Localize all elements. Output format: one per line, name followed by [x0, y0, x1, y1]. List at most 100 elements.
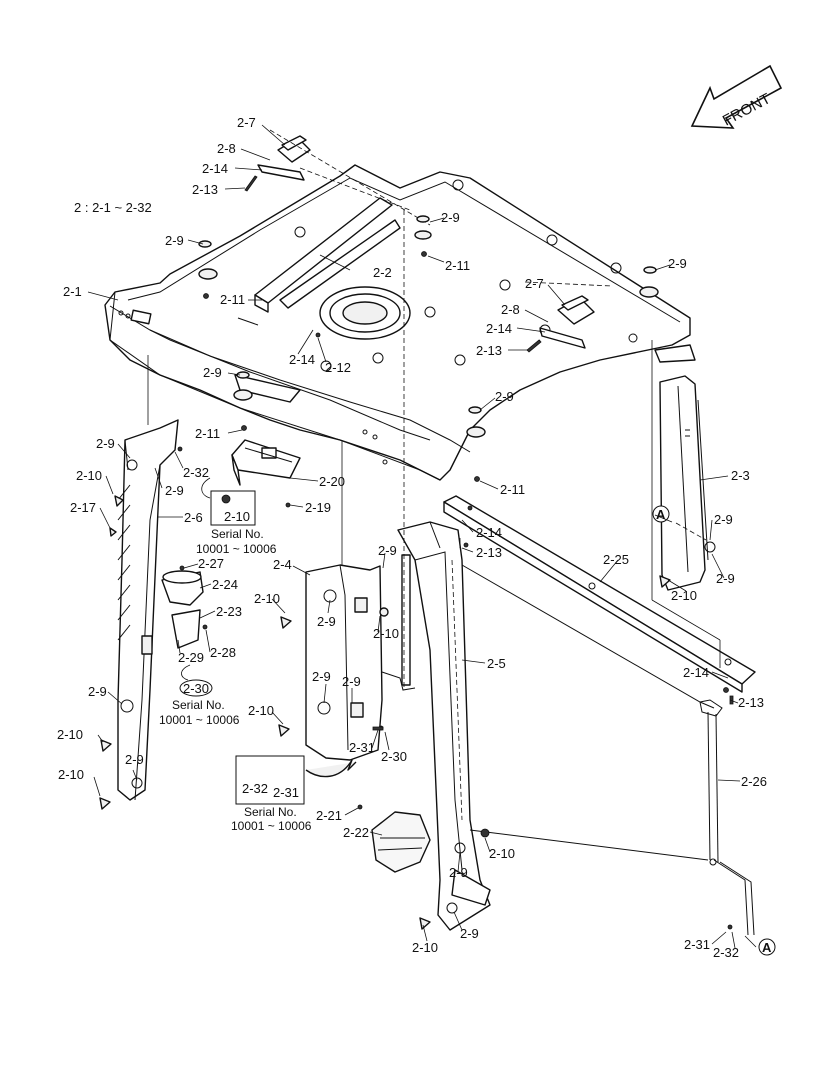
callout-2-27: 2-27: [198, 556, 224, 571]
callout-2-26: 2-26: [741, 774, 767, 789]
reference-mark-a-right: A: [758, 938, 776, 956]
callout-2-31-right: 2-31: [684, 937, 710, 952]
callout-2-10-center-2: 2-10: [373, 626, 399, 641]
callout-2-14-left: 2-14: [202, 161, 228, 176]
callout-2-10-pillar-lower-2: 2-10: [412, 940, 438, 955]
center-pillar-trim: [305, 564, 383, 761]
callout-2-13-crossbar: 2-13: [738, 695, 764, 710]
callout-2-11-roof-center: 2-11: [445, 258, 470, 273]
callout-2-10-box: 2-10: [224, 509, 250, 524]
callout-2-10-right-pillar: 2-10: [671, 588, 697, 603]
callout-2-10-center-1: 2-10: [254, 591, 280, 606]
reference-a-right-label: A: [762, 940, 772, 955]
callout-2-9-roof-right: 2-9: [668, 256, 687, 271]
callout-2-10-left-2: 2-10: [57, 727, 83, 742]
callout-2-9-left-pillar-3: 2-9: [88, 684, 107, 699]
guide-lines: [147, 129, 721, 690]
reference-a-left-label: A: [656, 507, 666, 522]
callout-2-14-roof: 2-14: [289, 352, 315, 367]
callout-2-32-right: 2-32: [713, 945, 739, 960]
callout-2-3: 2-3: [731, 468, 750, 483]
callout-2-11-front: 2-11: [195, 426, 220, 441]
callout-2-7-right: 2-7: [525, 276, 544, 291]
callout-2-14-right: 2-14: [486, 321, 512, 336]
callout-2-9-roof-left: 2-9: [165, 233, 184, 248]
air-vent: [371, 811, 431, 873]
callout-2-30-center: 2-30: [381, 749, 407, 764]
speaker-left: [245, 135, 311, 191]
callout-2-9-pillar-lower-2: 2-9: [460, 926, 479, 941]
callout-2-9-left-pillar-2: 2-9: [165, 483, 184, 498]
callout-2-9-left-pillar-top: 2-9: [96, 436, 115, 451]
rear-cross-member: [443, 495, 756, 693]
callout-2-13-pillar: 2-13: [476, 545, 502, 560]
callout-2-28: 2-28: [210, 645, 236, 660]
callout-2-25: 2-25: [603, 552, 629, 567]
roof-rail-duct: [237, 197, 401, 326]
callout-2-9-pillar-lower-1: 2-9: [449, 865, 468, 880]
serial-note-2-title: Serial No.: [172, 698, 225, 712]
callout-2-14-crossbar: 2-14: [683, 665, 709, 680]
callout-2-12: 2-12: [325, 360, 351, 375]
serial-note-3-range: 10001 ~ 10006: [231, 819, 312, 833]
callout-2-13-left: 2-13: [192, 182, 218, 197]
serial-arrow-1: [201, 477, 211, 499]
callout-2-1: 2-1: [63, 284, 82, 299]
callout-2-13-right: 2-13: [476, 343, 502, 358]
callout-2-32-box: 2-32: [242, 781, 268, 796]
callout-2-22: 2-22: [343, 825, 369, 840]
range-note: 2 : 2-1 ~ 2-32: [74, 200, 152, 215]
wire-harness: [381, 671, 416, 691]
callout-2-29: 2-29: [178, 650, 204, 665]
callout-2-10-center-3: 2-10: [248, 703, 274, 718]
callout-labels: 2-7 2-8 2-14 2-13 2-9 2-1 2-11 2-2 2-14 …: [57, 115, 767, 960]
serial-note-1-range: 10001 ~ 10006: [196, 542, 277, 556]
left-a-pillar-trim: [117, 419, 179, 801]
callout-2-11-rear: 2-11: [500, 482, 525, 497]
callout-2-31-center: 2-31: [349, 740, 375, 755]
callout-2-32-left: 2-32: [183, 465, 209, 480]
serial-note-2-range: 10001 ~ 10006: [159, 713, 240, 727]
roof-headliner: [104, 164, 696, 481]
callout-2-10-left-3: 2-10: [58, 767, 84, 782]
callout-2-9-center-1: 2-9: [378, 543, 397, 558]
callout-2-2: 2-2: [373, 265, 392, 280]
callout-2-20: 2-20: [319, 474, 345, 489]
callout-2-4: 2-4: [273, 557, 292, 572]
speaker-right: [527, 295, 595, 351]
callout-2-6: 2-6: [184, 510, 203, 525]
serial-note-box-2: 2-30 Serial No. 10001 ~ 10006: [159, 664, 240, 727]
callout-2-9-center-4: 2-9: [342, 674, 361, 689]
dome-lamp: [231, 439, 301, 486]
callout-2-7-left: 2-7: [237, 115, 256, 130]
callout-2-9-roof-center: 2-9: [441, 210, 460, 225]
serial-note-3-title: Serial No.: [244, 805, 297, 819]
serial-note-box-1: 2-10 Serial No. 10001 ~ 10006: [196, 490, 277, 556]
callout-2-11-roof-left: 2-11: [220, 292, 245, 307]
bottle-holder: [161, 570, 204, 649]
callout-2-14-pillar: 2-14: [476, 525, 502, 540]
callout-2-10-pillar-lower-1: 2-10: [489, 846, 515, 861]
callout-2-30-circled: 2-30: [183, 681, 209, 696]
callout-2-5: 2-5: [487, 656, 506, 671]
callout-2-19: 2-19: [305, 500, 331, 515]
callout-2-9-left-pillar-4: 2-9: [125, 752, 144, 767]
serial-note-1-title: Serial No.: [211, 527, 264, 541]
callout-2-9-right-pillar-1: 2-9: [714, 512, 733, 527]
leader-lines: [87, 124, 757, 949]
side-window-panel: [461, 564, 755, 936]
callout-2-9-roof-rear: 2-9: [495, 389, 514, 404]
callout-2-17: 2-17: [70, 500, 96, 515]
callout-2-9-right-pillar-2: 2-9: [716, 571, 735, 586]
callout-2-9-center-3: 2-9: [312, 669, 331, 684]
serial-note-box-3: 2-32 2-31 Serial No. 10001 ~ 10006: [231, 755, 357, 833]
front-right-pillar: [397, 521, 491, 931]
reference-mark-a-left: A: [652, 505, 670, 523]
callout-2-24: 2-24: [212, 577, 238, 592]
front-direction-arrow: FRONT: [690, 64, 783, 130]
callout-2-8-right: 2-8: [501, 302, 520, 317]
rear-right-pillar-trim: [659, 375, 716, 591]
callout-2-23: 2-23: [216, 604, 242, 619]
callout-2-8-left: 2-8: [217, 141, 236, 156]
